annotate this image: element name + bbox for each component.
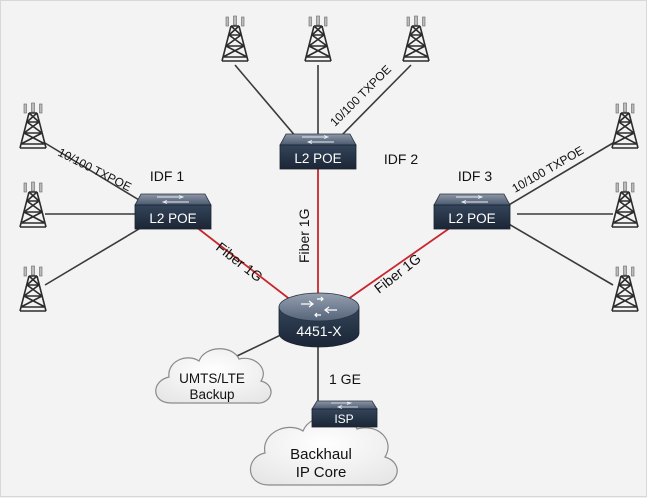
backup-cloud-line1: UMTS/LTE <box>179 371 245 386</box>
cell-tower-icon <box>19 181 47 228</box>
isp-label: ISP <box>334 412 353 426</box>
wan-link-label: 1 GE <box>329 371 361 387</box>
router[interactable]: 4451-X <box>278 292 360 348</box>
cell-tower-icon <box>611 265 639 312</box>
core-cloud-line2: IP Core <box>296 464 347 481</box>
cell-tower-icon <box>611 181 639 228</box>
idf2-switch-label: L2 POE <box>294 151 341 166</box>
switch-icon <box>311 400 378 410</box>
idf3-switch[interactable]: L2 POE <box>433 193 511 230</box>
backup-cloud-line2: Backup <box>189 387 234 402</box>
copper-links <box>44 64 614 401</box>
idf1-switch[interactable]: L2 POE <box>134 193 212 230</box>
fiber-links <box>190 169 458 305</box>
cell-tower-icon <box>402 15 430 62</box>
idf2-fiber-label: Fiber 1G <box>296 209 312 263</box>
idf3-tower1-link <box>506 142 614 207</box>
idf2-access-label: 10/100 TXPOE <box>327 62 394 129</box>
idf3-tower3-link <box>506 222 614 286</box>
idf1-fiber-label: Fiber 1G <box>213 239 266 285</box>
cell-tower-icon <box>611 102 639 149</box>
idf3-name: IDF 3 <box>458 168 492 184</box>
fiber-idf1 <box>190 222 297 305</box>
idf1-access-label: 10/100 TXPOE <box>56 145 134 194</box>
idf2-tower1-link <box>234 64 298 139</box>
fiber-idf3 <box>340 222 458 305</box>
idf2-switch[interactable]: L2 POE <box>279 133 357 170</box>
idf2-name: IDF 2 <box>384 151 418 167</box>
cloud-icon <box>155 348 272 404</box>
idf1-switch-label: L2 POE <box>149 211 196 226</box>
core-cloud-line1: Backhaul <box>290 446 352 463</box>
backup-cloud: UMTS/LTE Backup <box>155 348 272 404</box>
cell-tower-icon <box>19 102 47 149</box>
router-label: 4451-X <box>296 323 342 339</box>
cell-tower-icon <box>19 265 47 312</box>
cell-tower-icon <box>304 15 332 62</box>
idf3-fiber-label: Fiber 1G <box>371 250 424 296</box>
idf1-tower1-link <box>44 142 150 207</box>
idf3-switch-label: L2 POE <box>448 211 495 226</box>
isp-switch[interactable]: ISP <box>311 400 378 428</box>
idf3-access-label: 10/100 TXPOE <box>510 143 587 195</box>
cell-tower-icon <box>221 15 249 62</box>
idf1-tower3-link <box>44 222 150 286</box>
idf2-tower3-link <box>338 64 412 139</box>
idf1-name: IDF 1 <box>150 168 184 184</box>
